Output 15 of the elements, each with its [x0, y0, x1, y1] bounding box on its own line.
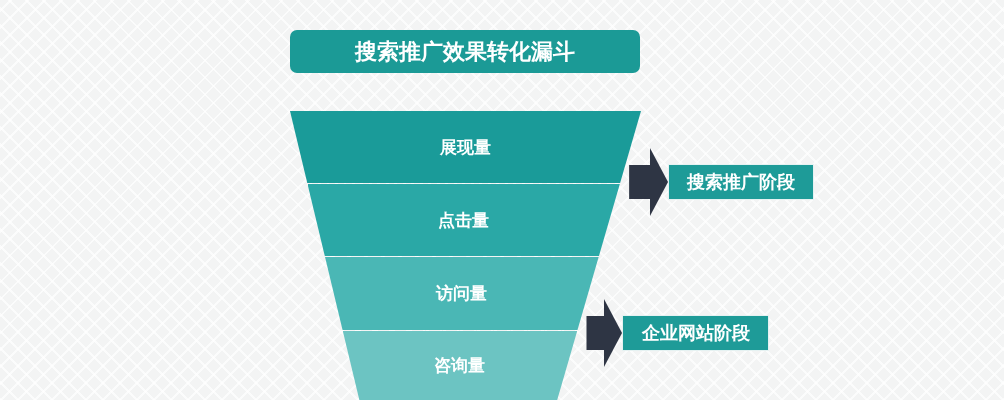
stage-box	[623, 316, 768, 350]
block-arrow	[586, 299, 622, 367]
funnel-level-label: 点击量	[438, 208, 490, 232]
funnel-band	[342, 331, 578, 400]
funnel-band	[307, 184, 620, 256]
stage-label: 企业网站阶段	[641, 321, 750, 345]
funnel-band	[325, 257, 599, 330]
stage-label: 搜索推广阶段	[687, 170, 795, 194]
stage-box	[669, 165, 813, 199]
title-text: 搜索推广效果转化漏斗	[355, 37, 575, 66]
funnel-band	[290, 111, 641, 183]
funnel-level-label: 咨询量	[434, 354, 486, 377]
block-arrow	[629, 148, 668, 216]
funnel-level-label: 展现量	[440, 135, 491, 159]
funnel-level-label: 访问量	[436, 282, 488, 305]
